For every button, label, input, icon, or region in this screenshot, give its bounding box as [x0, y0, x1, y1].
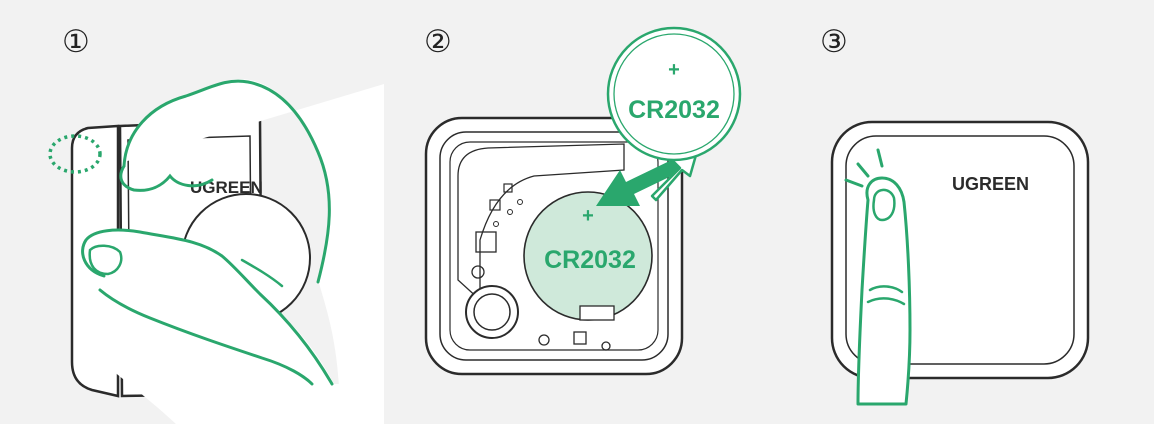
swap-arrow-in-icon: [596, 154, 692, 206]
battery-removed: [606, 26, 742, 162]
finger-icon: [856, 176, 912, 406]
upper-finger-outline: [119, 164, 214, 192]
press-burst-icon: [844, 148, 884, 188]
thumb-nail: [88, 244, 123, 276]
step-1-illustration: UGREEN: [48, 79, 384, 424]
step-3-number: ③: [820, 24, 848, 60]
component-dot-1: [507, 209, 513, 215]
chip-2: [489, 199, 501, 211]
battery-installed-polarity: +: [582, 205, 594, 227]
mount-hole: [538, 334, 550, 346]
screw-hole: [601, 341, 611, 351]
finger-nail: [872, 188, 896, 222]
opening-indicator: [48, 134, 102, 174]
chip-3: [503, 183, 513, 193]
open-shell-rim: [449, 141, 659, 351]
tracker-brand-label: UGREEN: [952, 174, 1029, 194]
device-brand-label: UGREEN: [190, 178, 263, 197]
battery-removed-polarity: +: [668, 59, 680, 81]
battery-removed-rim: [613, 33, 735, 155]
step-2-number: ②: [424, 24, 452, 60]
finger-crease-2: [866, 297, 906, 306]
step-1-panel: ① UGREEN: [0, 0, 384, 424]
thumb-outline: [81, 228, 334, 386]
battery-clip: [579, 305, 615, 321]
step-2-illustration: + CR2032 + CR2032: [424, 26, 742, 376]
buzzer-inner: [473, 293, 511, 331]
battery-removed-model: CR2032: [628, 96, 720, 124]
component-dot-3: [493, 221, 499, 227]
small-button: [471, 265, 485, 279]
step-2-panel: ② + CR2032: [384, 0, 768, 424]
step-3-panel: ③ UGREEN: [768, 0, 1152, 424]
chip-1: [475, 231, 497, 253]
swap-arrow-out-icon: [650, 146, 700, 202]
step-3-illustration: UGREEN: [830, 120, 1090, 406]
battery-installed-model: CR2032: [544, 246, 636, 274]
component-dot-2: [517, 199, 523, 205]
connector: [573, 331, 587, 345]
step-1-number: ①: [62, 24, 90, 60]
circuit-board: [457, 143, 625, 302]
hand-lower-outline: [98, 288, 314, 386]
thumb-icon: [80, 228, 384, 424]
upper-hand-outline: [122, 79, 331, 284]
palm-crease: [240, 258, 284, 288]
finger-crease-1: [868, 285, 904, 294]
